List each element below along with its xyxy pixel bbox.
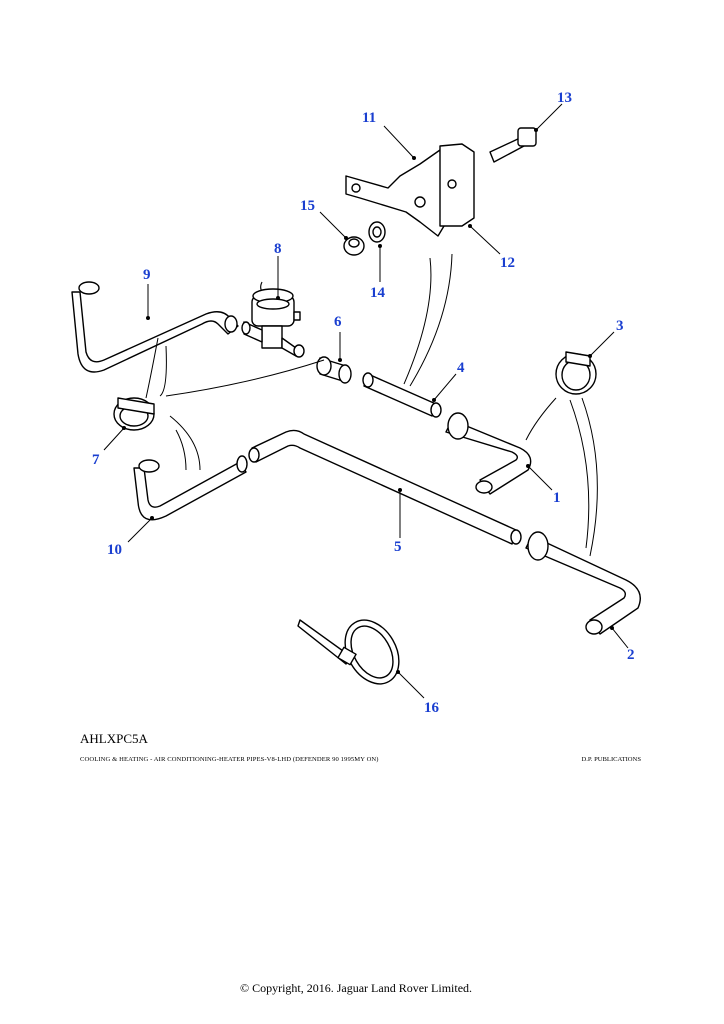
assembly-arcs: [145, 253, 598, 557]
part-7-clamp[interactable]: [113, 397, 155, 431]
diagram-reference-code: AHLXPC5A: [80, 731, 148, 746]
callout-9[interactable]: 9: [143, 267, 151, 283]
callout-15[interactable]: 15: [300, 198, 315, 214]
callout-11[interactable]: 11: [362, 110, 376, 126]
part-16-cable-tie[interactable]: [297, 611, 410, 694]
callout-4[interactable]: 4: [457, 360, 465, 376]
leader-lines: [103, 103, 629, 699]
callout-2[interactable]: 2: [627, 647, 635, 663]
callout-6[interactable]: 6: [334, 314, 342, 330]
callout-7[interactable]: 7: [92, 452, 100, 468]
publisher-label: D.P. PUBLICATIONS: [581, 756, 641, 763]
part-9-hose[interactable]: [71, 281, 239, 373]
callout-8[interactable]: 8: [274, 241, 282, 257]
part-1-hose[interactable]: [445, 412, 532, 495]
part-13-bolt[interactable]: [489, 127, 537, 163]
callout-5[interactable]: 5: [394, 539, 402, 555]
callout-14[interactable]: 14: [370, 285, 386, 301]
part-4-pipe[interactable]: [362, 372, 442, 418]
callout-16[interactable]: 16: [424, 700, 440, 716]
part-6-sleeve[interactable]: [316, 356, 352, 384]
part-14-washer[interactable]: [368, 221, 386, 243]
callouts: 1 2 3 4 5 6 7 8 9 10 11 12 13 14 15 16: [92, 90, 635, 716]
callout-3[interactable]: 3: [616, 318, 624, 334]
part-2-hose[interactable]: [525, 531, 641, 635]
diagram-caption: COOLING & HEATING - AIR CONDITIONING-HEA…: [80, 756, 379, 763]
part-5-pipe[interactable]: [248, 429, 522, 545]
part-15-nut[interactable]: [343, 236, 365, 256]
copyright-notice: © Copyright, 2016. Jaguar Land Rover Lim…: [239, 981, 473, 995]
callout-12[interactable]: 12: [500, 255, 515, 271]
callout-1[interactable]: 1: [553, 490, 561, 506]
part-10-hose[interactable]: [133, 455, 248, 521]
callout-10[interactable]: 10: [107, 542, 122, 558]
callout-13[interactable]: 13: [557, 90, 572, 106]
part-11-bracket[interactable]: [345, 143, 475, 237]
part-3-clamp[interactable]: [555, 351, 597, 395]
part-8-valve[interactable]: [241, 281, 305, 358]
